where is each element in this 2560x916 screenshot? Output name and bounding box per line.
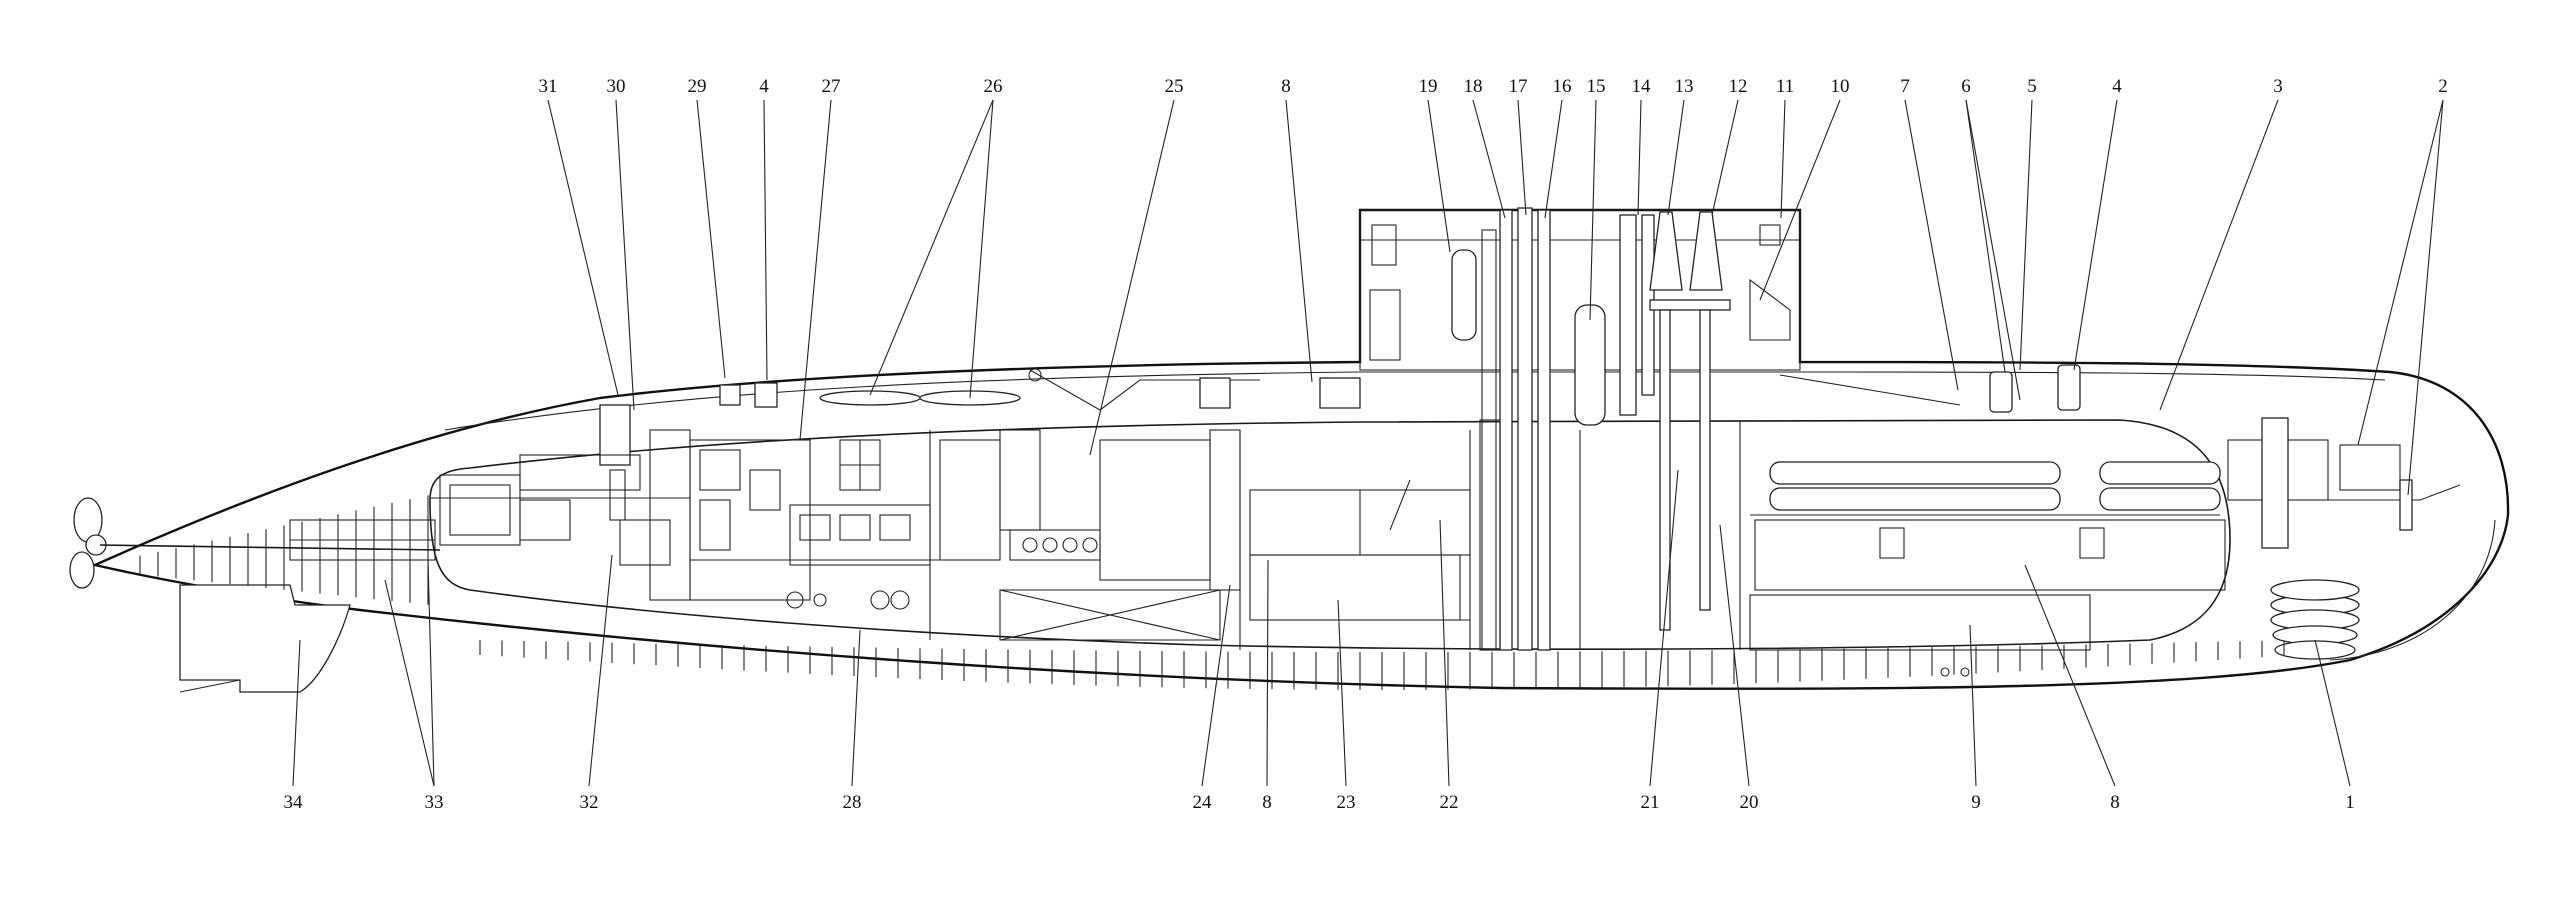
callout-leader-4 bbox=[763, 99, 768, 381]
callout-leader-23 bbox=[1337, 599, 1347, 787]
deck-fittings bbox=[719, 368, 1361, 411]
callout-leader-2 bbox=[2407, 99, 2444, 496]
machinery-compartment bbox=[430, 429, 1241, 641]
callout-leader-34 bbox=[292, 639, 301, 787]
callout-label-8: 8 bbox=[1262, 792, 1272, 813]
callout-leader-15 bbox=[1589, 99, 1597, 321]
callout-label-34: 34 bbox=[284, 792, 304, 813]
callout-label-3: 3 bbox=[2273, 76, 2283, 97]
callout-leader-27 bbox=[799, 99, 832, 441]
callout-label-4: 4 bbox=[759, 76, 769, 97]
callout-label-17: 17 bbox=[1509, 76, 1528, 97]
callout-label-5: 5 bbox=[2027, 76, 2037, 97]
callout-leader-31 bbox=[547, 99, 619, 396]
callout-label-7: 7 bbox=[1900, 76, 1910, 97]
callout-label-24: 24 bbox=[1193, 792, 1213, 813]
callout-leader-22 bbox=[1439, 519, 1450, 787]
callout-leader-9 bbox=[1969, 624, 1977, 787]
callout-leader-8 bbox=[1285, 99, 1313, 383]
masts-and-periscopes bbox=[1451, 207, 1731, 651]
callout-label-22: 22 bbox=[1440, 792, 1459, 813]
callout-leader-30 bbox=[615, 99, 635, 411]
callout-label-20: 20 bbox=[1740, 792, 1759, 813]
callout-label-28: 28 bbox=[843, 792, 862, 813]
callout-leader-4 bbox=[2073, 99, 2118, 371]
callout-label-21: 21 bbox=[1641, 792, 1660, 813]
callout-label-30: 30 bbox=[607, 76, 626, 97]
callout-leader-12 bbox=[1711, 99, 1739, 216]
callout-leader-13 bbox=[1667, 99, 1685, 216]
callout-label-25: 25 bbox=[1165, 76, 1184, 97]
callout-label-33: 33 bbox=[425, 792, 444, 813]
callout-leader-25 bbox=[1089, 99, 1175, 456]
callout-label-29: 29 bbox=[688, 76, 707, 97]
callout-leader-5 bbox=[2019, 99, 2033, 371]
callout-label-13: 13 bbox=[1675, 76, 1694, 97]
callout-label-11: 11 bbox=[1776, 76, 1794, 97]
callout-label-32: 32 bbox=[580, 792, 599, 813]
callout-label-16: 16 bbox=[1553, 76, 1572, 97]
callout-label-14: 14 bbox=[1632, 76, 1652, 97]
callout-leader-3 bbox=[2159, 99, 2279, 411]
callout-label-31: 31 bbox=[539, 76, 558, 97]
callout-leader-32 bbox=[588, 554, 613, 787]
callout-leader-24 bbox=[1201, 584, 1231, 787]
callout-label-15: 15 bbox=[1587, 76, 1606, 97]
callout-leader-33 bbox=[427, 559, 435, 787]
callout-leader-1 bbox=[2314, 639, 2351, 787]
callout-leader-20 bbox=[1719, 524, 1750, 787]
callout-label-6: 6 bbox=[1961, 76, 1971, 97]
callout-leaders bbox=[292, 99, 2444, 787]
callout-leader-14 bbox=[1637, 99, 1642, 216]
callout-label-23: 23 bbox=[1337, 792, 1356, 813]
callout-label-26: 26 bbox=[984, 76, 1003, 97]
callout-leader-2 bbox=[2357, 99, 2444, 446]
callout-label-12: 12 bbox=[1729, 76, 1748, 97]
callout-leader-19 bbox=[1427, 99, 1451, 253]
callout-leader-11 bbox=[1780, 99, 1786, 219]
battery-compartment bbox=[1749, 519, 2226, 677]
callout-leader-8 bbox=[1266, 559, 1269, 787]
callout-leader-18 bbox=[1472, 99, 1506, 219]
callout-label-4: 4 bbox=[2112, 76, 2122, 97]
callout-leader-29 bbox=[696, 99, 726, 379]
callout-label-8: 8 bbox=[2110, 792, 2120, 813]
callout-label-10: 10 bbox=[1831, 76, 1850, 97]
callout-label-2: 2 bbox=[2438, 76, 2448, 97]
outer-hull bbox=[91, 208, 2510, 690]
callout-leader-6 bbox=[1965, 99, 2006, 373]
callout-label-1: 1 bbox=[2345, 792, 2355, 813]
central-post bbox=[1239, 419, 1741, 651]
callout-leader-33 bbox=[384, 579, 435, 787]
callout-leader-26 bbox=[869, 99, 994, 396]
callout-leader-8 bbox=[2024, 564, 2116, 787]
callout-leader-10 bbox=[1759, 99, 1841, 301]
callout-label-19: 19 bbox=[1419, 76, 1438, 97]
callout-label-27: 27 bbox=[822, 76, 841, 97]
callout-leader-21 bbox=[1649, 469, 1679, 787]
callout-label-18: 18 bbox=[1464, 76, 1483, 97]
callout-leader-26 bbox=[969, 99, 994, 399]
callout-leader-16 bbox=[1544, 99, 1563, 219]
bow-sonar-array bbox=[2270, 519, 2496, 661]
callout-leader-6 bbox=[1965, 99, 2021, 401]
stern-section bbox=[69, 404, 671, 693]
callout-leader-17 bbox=[1517, 99, 1527, 216]
callout-leader-28 bbox=[851, 629, 861, 787]
callout-label-9: 9 bbox=[1971, 792, 1981, 813]
hull-frame-ribs bbox=[139, 495, 2285, 690]
torpedo-room bbox=[1750, 364, 2461, 549]
callout-label-8: 8 bbox=[1281, 76, 1291, 97]
callout-leader-7 bbox=[1904, 99, 1959, 391]
